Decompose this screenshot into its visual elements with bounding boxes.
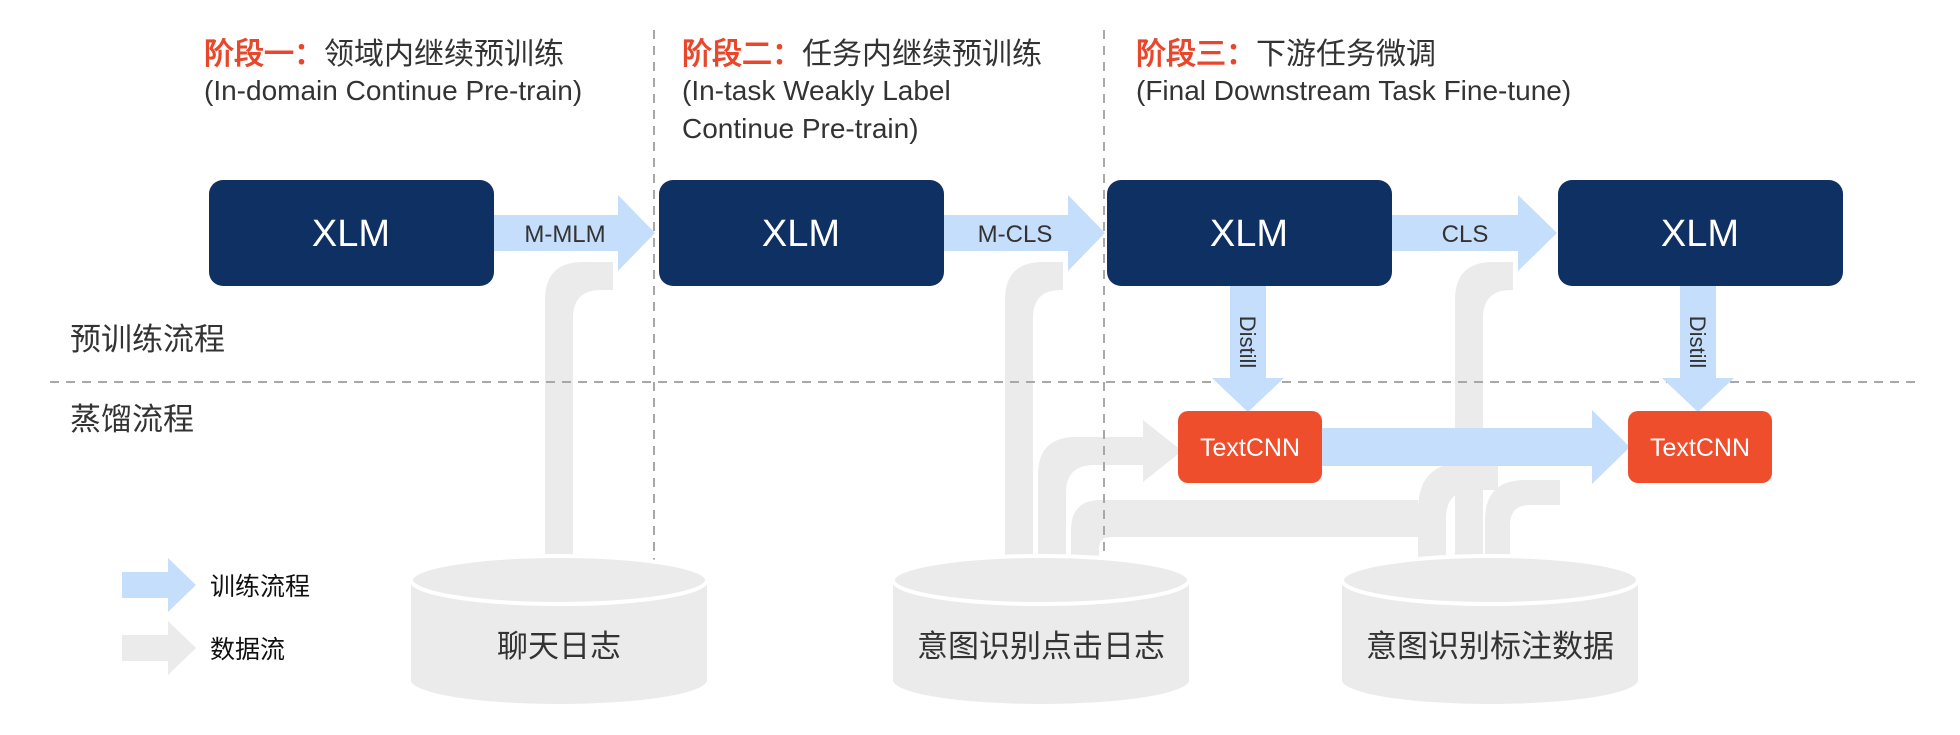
stage-1-subtitle: (In-domain Continue Pre-train): [204, 75, 582, 106]
dividers: [50, 30, 1920, 560]
datasource-click-log-label: 意图识别点击日志: [917, 629, 1165, 664]
model-box-4: [1558, 180, 1843, 286]
stage-3-title: 下游任务微调: [1256, 38, 1436, 71]
stage-2-subtitle-line-2: Continue Pre-train): [682, 113, 919, 144]
textcnn-box-1: [1178, 411, 1322, 483]
stage-2-prefix: 阶段二：: [682, 37, 802, 71]
model-box-1: [209, 180, 494, 286]
arrow-distill-1-label: Distill: [1235, 316, 1260, 369]
textcnn-label-2: TextCNN: [1650, 434, 1750, 462]
arrow-m-cls: [940, 195, 1105, 271]
student-boxes: TextCNN TextCNN: [1178, 411, 1772, 483]
legend-train-arrow-icon: [122, 558, 196, 612]
model-label-2: XLM: [762, 213, 840, 255]
data-flow-labeled-to-textcnn: [1418, 462, 1498, 560]
arrow-distill-2: [1662, 285, 1734, 412]
arrow-m-mlm: [490, 195, 655, 271]
arrow-cls: [1390, 195, 1557, 271]
legend-train-label: 训练流程: [210, 573, 310, 601]
model-box-2: [659, 180, 944, 286]
textcnn-box-2: [1628, 411, 1772, 483]
arrow-distill-2-label: Distill: [1685, 316, 1710, 369]
model-label-1: XLM: [312, 213, 390, 255]
stage-2-subtitle-line-1: (In-task Weakly Label: [682, 75, 951, 106]
datasource-chat-log: 聊天日志: [409, 554, 709, 704]
textcnn-label-1: TextCNN: [1200, 434, 1300, 462]
stage-3-subtitle: (Final Downstream Task Fine-tune): [1136, 75, 1571, 106]
row-label-pretrain: 预训练流程: [70, 322, 225, 357]
model-box-3: [1107, 180, 1392, 286]
arrow-student-transfer: [1320, 410, 1630, 484]
training-arrows: M-MLM M-CLS CLS Distill Distill: [490, 195, 1734, 484]
row-label-distill: 蒸馏流程: [70, 402, 194, 437]
model-boxes: XLM XLM XLM XLM: [209, 180, 1843, 286]
datasource-click-log: 意图识别点击日志: [891, 554, 1191, 704]
legend-data-arrow-icon: [122, 621, 196, 675]
legend-data-label: 数据流: [210, 636, 285, 664]
stage-1-title: 领域内继续预训练: [324, 38, 564, 71]
datasource-chat-log-label: 聊天日志: [497, 629, 621, 664]
arrow-cls-label: CLS: [1442, 221, 1489, 248]
stage-heading-2: 阶段二：任务内继续预训练 (In-task Weakly Label Conti…: [682, 37, 1042, 144]
datasource-labeled-data: 意图识别标注数据: [1340, 554, 1640, 704]
data-flow-click-log-long: [1071, 500, 1418, 560]
stage-1-prefix: 阶段一：: [204, 37, 324, 71]
model-label-4: XLM: [1661, 213, 1739, 255]
model-label-3: XLM: [1210, 213, 1288, 255]
stage-heading-3: 阶段三：下游任务微调 (Final Downstream Task Fine-t…: [1136, 37, 1571, 106]
data-flow-labeled-extra: [1485, 480, 1560, 560]
data-flow-click-log-to-textcnn: [1038, 420, 1182, 560]
legend: 训练流程 数据流: [122, 558, 310, 675]
stage-3-prefix: 阶段三：: [1136, 37, 1256, 71]
stage-2-title: 任务内继续预训练: [802, 38, 1042, 71]
arrow-m-mlm-label: M-MLM: [524, 221, 605, 248]
data-flow-arrows: [545, 262, 1560, 560]
stage-heading-1: 阶段一：领域内继续预训练 (In-domain Continue Pre-tra…: [204, 37, 582, 106]
svg-text:阶段三：下游任务微调: 阶段三：下游任务微调: [1136, 37, 1436, 71]
data-flow-chat-log: [545, 262, 613, 560]
arrow-m-cls-label: M-CLS: [978, 221, 1053, 248]
svg-text:阶段二：任务内继续预训练: 阶段二：任务内继续预训练: [682, 37, 1042, 71]
svg-text:阶段一：领域内继续预训练: 阶段一：领域内继续预训练: [204, 37, 564, 71]
arrow-distill-1: [1212, 285, 1284, 412]
data-flow-click-log-to-mcls: [1005, 262, 1063, 560]
data-sources: 聊天日志 意图识别点击日志 意图识别标注数据: [409, 554, 1640, 704]
datasource-labeled-data-label: 意图识别标注数据: [1366, 629, 1614, 664]
